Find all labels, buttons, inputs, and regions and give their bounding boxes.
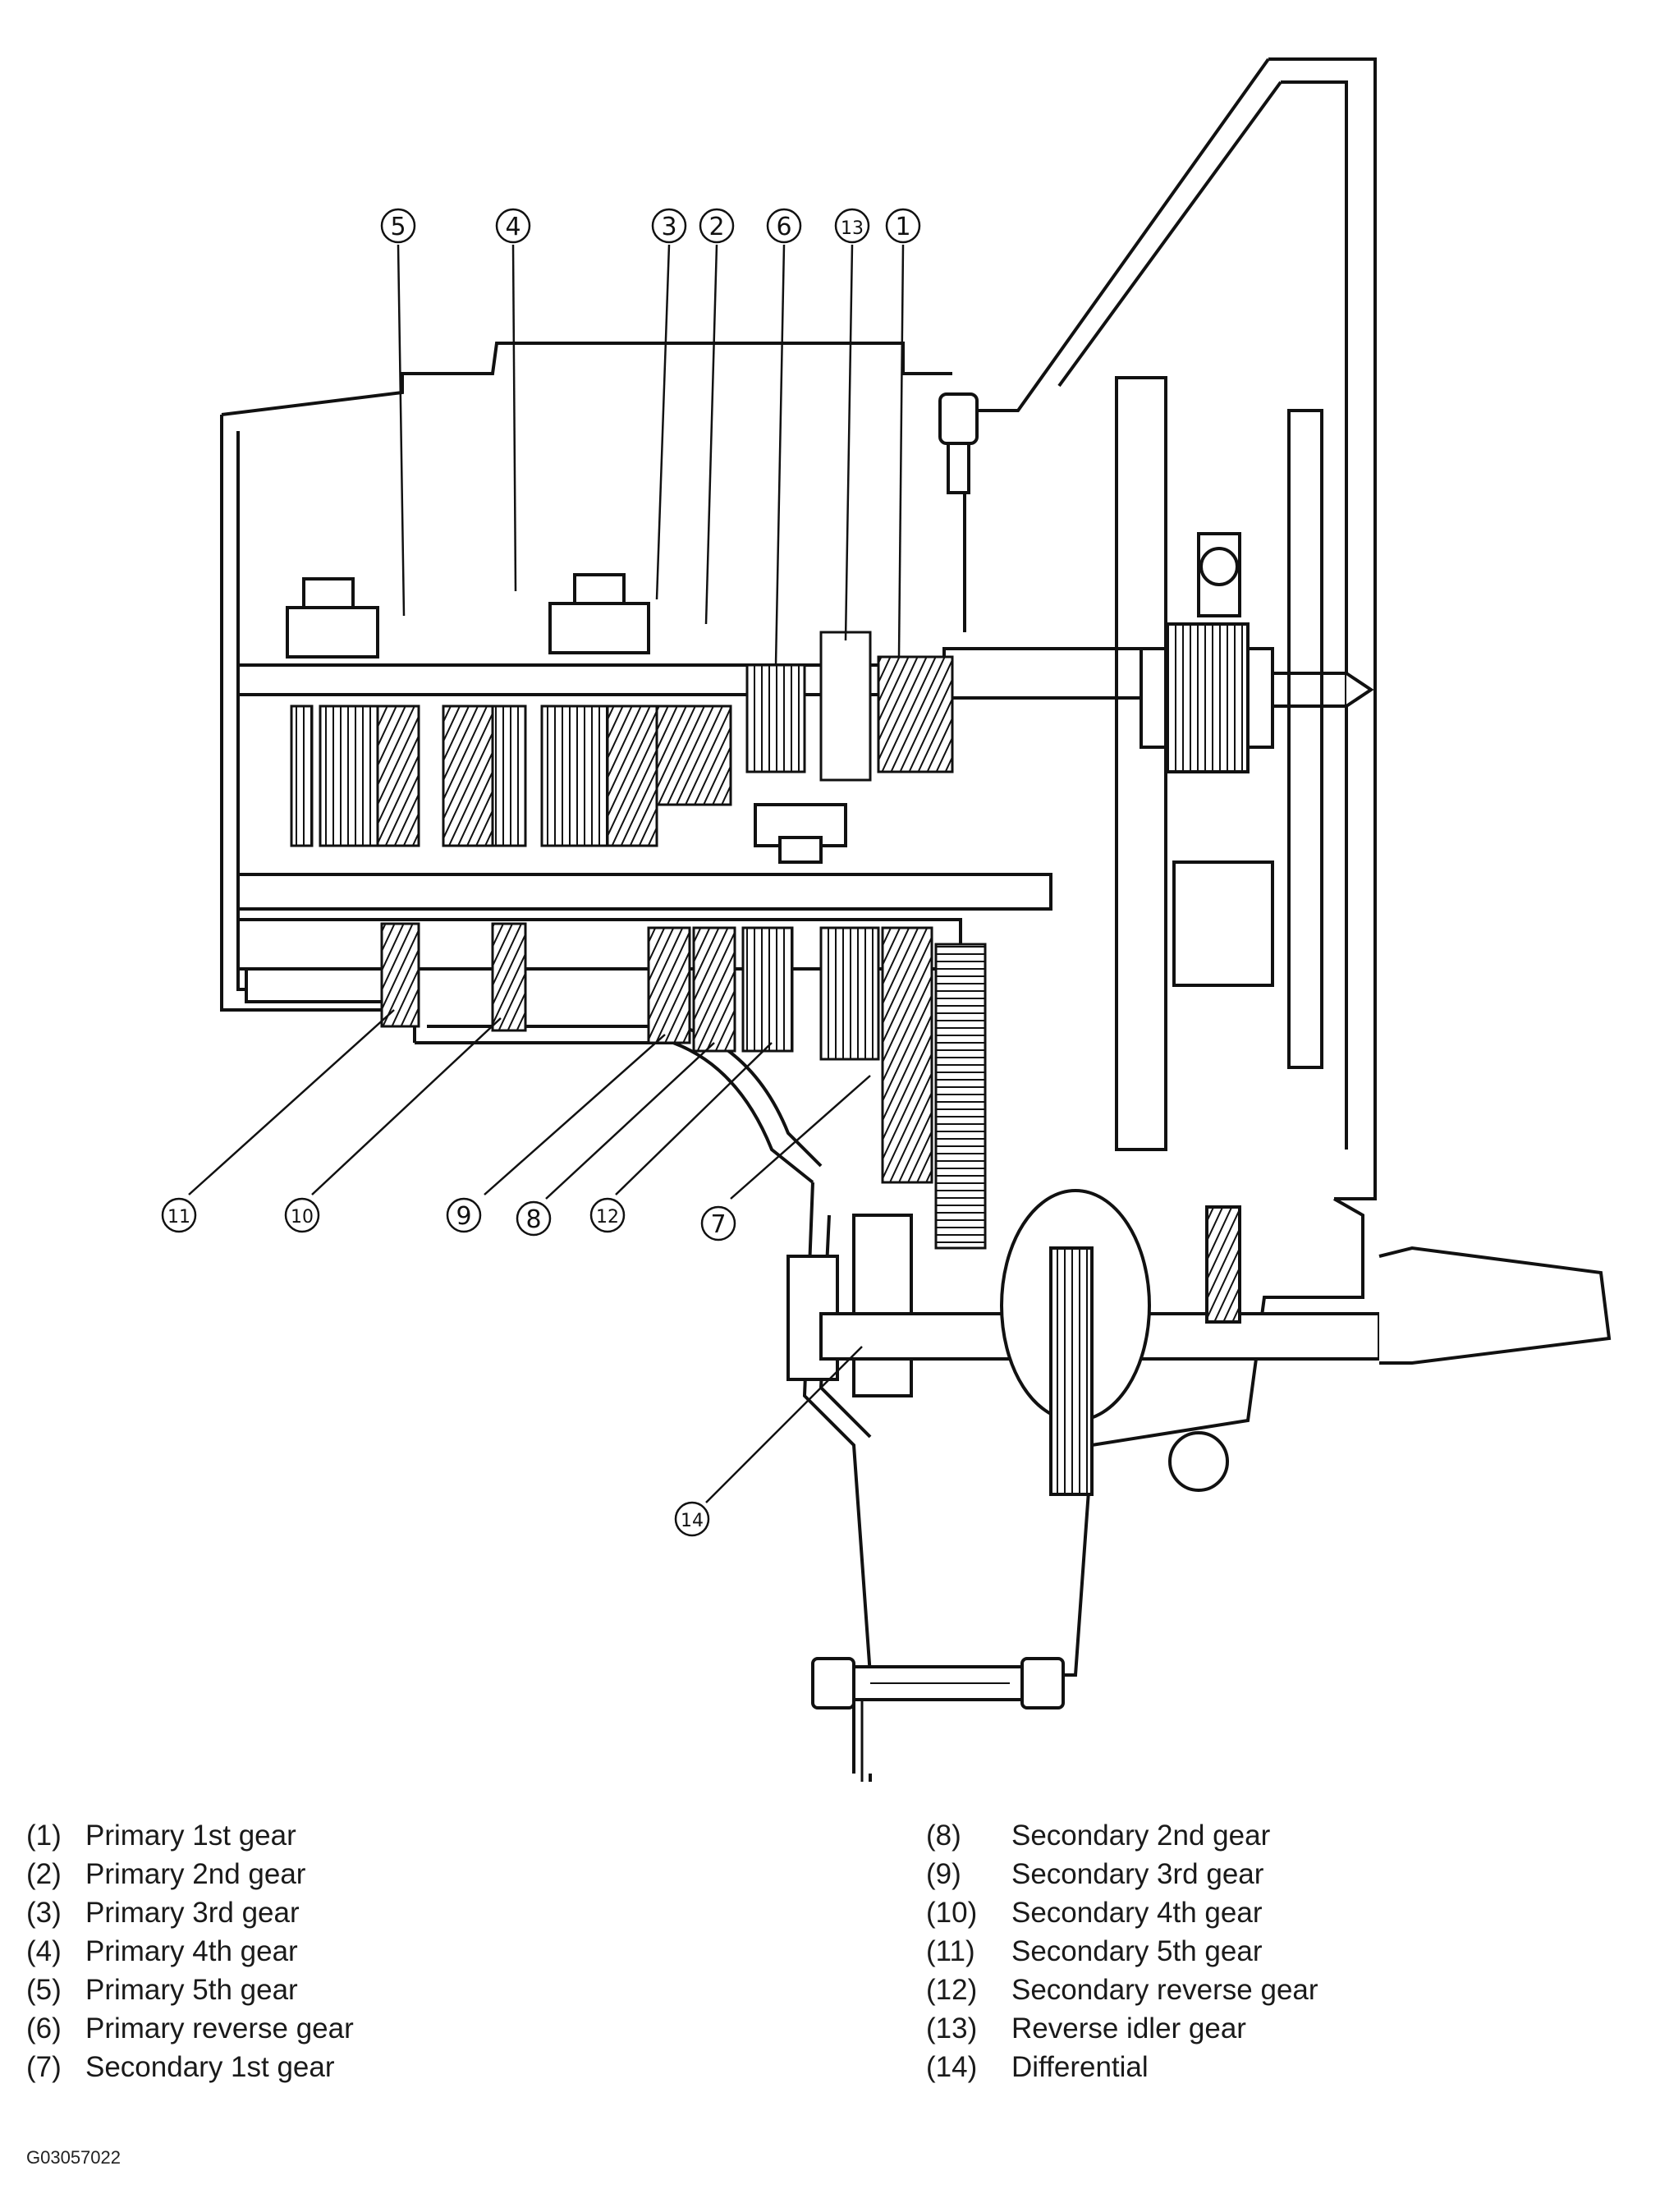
legend-label: Secondary 2nd gear [1011,1820,1271,1852]
lower-gear-set [380,922,987,1250]
svg-text:14: 14 [681,1511,704,1531]
legend-label: Secondary 1st gear [85,2051,335,2083]
svg-text:4: 4 [505,213,520,241]
callout-12: 12 [589,1197,626,1233]
legend-label: Primary 3rd gear [85,1897,300,1929]
callout-leaders [188,244,905,1503]
callout-6: 6 [766,208,802,244]
legend-item: (5) Primary 5th gear [26,1971,354,2009]
svg-text:13: 13 [841,218,864,239]
svg-text:5: 5 [390,213,406,241]
legend-number: (4) [26,1935,62,1967]
legend-number: (6) [26,2012,62,2044]
legend-number: (11) [926,1935,975,1967]
svg-text:10: 10 [291,1207,314,1228]
legend-item: (2) Primary 2nd gear [26,1855,354,1893]
upper-gear-set [290,631,954,847]
legend-label: Secondary 5th gear [1011,1935,1263,1967]
legend-label: Primary 2nd gear [85,1858,306,1890]
synchronizers-upper [286,573,847,864]
legend-label: Differential [1011,2051,1149,2083]
legend-item: (7) Secondary 1st gear [26,2048,354,2086]
callout-3: 3 [651,208,687,244]
legend-left-column: (1)Primary 1st gear (2)Primary 2nd gear … [26,1816,354,2086]
callout-1: 1 [885,208,921,244]
svg-text:8: 8 [525,1205,541,1234]
legend-right-column: (8) Secondary 2nd gear (9) Secondary 3rd g… [926,1816,1318,2086]
callout-11: 11 [161,1197,197,1233]
legend-number: (13) [926,2012,978,2044]
callout-7: 7 [700,1205,736,1241]
legend-number: (1) [26,1820,62,1852]
legend-label: Primary 5th gear [85,1974,298,2006]
legend-item: (8) Secondary 2nd gear [926,1816,1318,1855]
legend-number: (5) [26,1974,62,2006]
transmission-cutaway-diagram: 5 4 3 2 6 13 1 11 [161,57,1612,1782]
svg-text:3: 3 [661,213,676,241]
legend-label: Primary reverse gear [85,2012,354,2044]
mount-bolt [811,1657,1065,1709]
legend-label: Primary 4th gear [85,1935,298,1967]
svg-text:1: 1 [895,213,910,241]
callout-markers: 5 4 3 2 6 13 1 11 [161,208,921,1537]
callout-13: 13 [834,208,870,244]
callout-8: 8 [516,1200,552,1237]
svg-text:11: 11 [167,1207,190,1228]
legend-label: Secondary reverse gear [1011,1974,1318,2006]
legend-item: (4) Primary 4th gear [26,1932,354,1971]
legend-label: Primary 1st gear [85,1820,296,1852]
clutch-assembly [1115,376,1323,1151]
legend-number: (3) [26,1897,62,1929]
legend-label: Reverse idler gear [1011,2012,1246,2044]
callout-10: 10 [284,1197,320,1233]
svg-text:9: 9 [456,1202,471,1231]
callout-9: 9 [446,1197,482,1233]
legend-item: (9) Secondary 3rd gear [926,1855,1318,1893]
callout-4: 4 [495,208,531,244]
legend-item: (14) Differential [926,2048,1318,2086]
svg-text:6: 6 [776,213,791,241]
callout-2: 2 [699,208,735,244]
legend-item: (11) Secondary 5th gear [926,1932,1318,1971]
legend-item: (6) Primary reverse gear [26,2009,354,2048]
shift-rod-top [938,392,979,494]
legend-number: (9) [926,1858,961,1890]
legend-label: Secondary 4th gear [1011,1897,1263,1929]
legend-number: (2) [26,1858,62,1890]
legend-number: (7) [26,2051,62,2083]
legend-item: (1) Primary 1st gear [26,1816,354,1855]
legend-number: (8) [926,1820,961,1852]
svg-text:12: 12 [596,1207,619,1228]
legend-number: (14) [926,2051,978,2083]
legend-item: (13) Reverse idler gear [926,2009,1318,2048]
legend-label: Secondary 3rd gear [1011,1858,1264,1890]
legend-item: (3) Primary 3rd gear [26,1893,354,1932]
differential-assembly [786,1189,1612,1496]
svg-text:7: 7 [710,1210,726,1239]
legend-number: (12) [926,1974,978,2006]
callout-14: 14 [674,1501,710,1537]
legend-item: (12) Secondary reverse gear [926,1971,1318,2009]
svg-text:2: 2 [708,213,724,241]
callout-5: 5 [380,208,416,244]
legend-item: (10) Secondary 4th gear [926,1893,1318,1932]
legend-number: (10) [926,1897,978,1929]
figure-code: G03057022 [26,2147,121,2168]
